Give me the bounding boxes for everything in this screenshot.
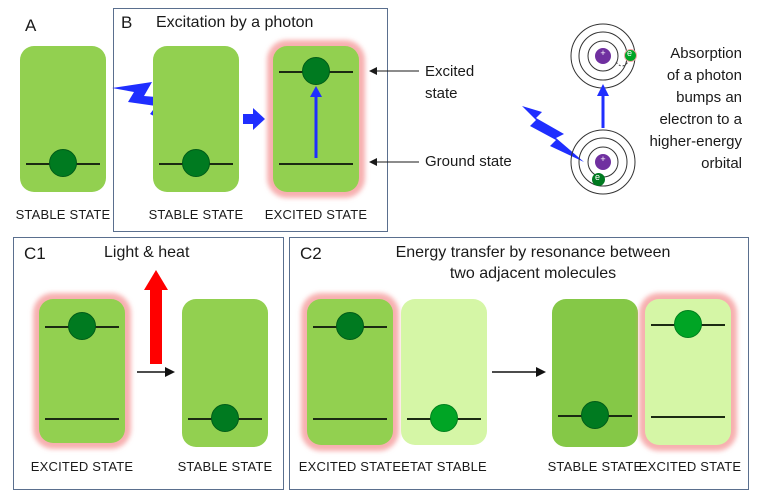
electron-symbol: e [627,48,633,58]
excited-state-label-line2: state [425,85,458,102]
c2-excited-state-box-right [645,299,731,445]
panel-b-frame [113,8,388,232]
electron [581,401,609,429]
ground-pointer-arrow-icon [369,158,419,166]
ground-level-line [279,163,353,165]
c2-stable-caption: STABLE STATE [547,459,643,474]
electron [211,404,239,432]
c1-stable-state-box [182,299,268,447]
transfer-arrow-icon [492,367,546,377]
absorption-line2: of a photon [666,67,742,84]
panel-b-letter: B [121,13,133,32]
electron [674,310,702,338]
electron [302,57,330,85]
atom-orbit-icon [522,23,636,195]
ground-level-line [313,418,387,420]
excited-state-label-line1: Excited [425,63,475,80]
electron-symbol: e [595,172,601,182]
c1-excited-caption: EXCITED STATE [30,459,134,474]
panel-c1-letter: C1 [24,244,46,263]
panel-c1-frame [13,237,284,490]
c2-stable-state-box [552,299,638,447]
absorption-line4: electron to a [659,111,742,128]
nucleus-symbol-bottom: + [600,154,606,164]
electron [430,404,458,432]
c1-excited-state-box [39,299,125,443]
excited-pointer-arrow-icon [369,67,419,75]
electron [68,312,96,340]
nucleus-symbol-top: + [600,48,606,58]
b-stable-caption: STABLE STATE [148,207,244,222]
ground-electron: e [592,172,605,186]
electron [182,149,210,177]
panel-c2-frame [289,237,749,490]
ground-state-label: Ground state [425,153,512,170]
transition-arrow-icon [243,108,265,130]
c2-excited-caption-right: EXCITED STATE [638,459,742,474]
c2-excited-state-box-left [307,299,393,445]
absorption-line5: higher-energy [649,133,742,150]
excited-electron: e [624,48,637,62]
c2-etat-stable-caption: ETAT STABLE [401,459,487,474]
ground-level-line [45,418,119,420]
absorption-line3: bumps an [676,89,742,106]
b-excited-caption: EXCITED STATE [264,207,368,222]
decay-arrow-icon [137,367,175,377]
panel-a-letter: A [25,16,37,35]
absorption-line6: orbital [701,155,742,172]
excitation-arrow-icon [310,86,322,158]
electron [336,312,364,340]
panel-c2-title-line2: two adjacent molecules [449,265,617,282]
c2-excited-caption-left: EXCITED STATE [298,459,402,474]
electron [49,149,77,177]
absorption-line1: Absorption [670,45,742,62]
c2-light-stable-state-box [401,299,487,445]
ground-level-line [651,416,725,418]
c1-stable-caption: STABLE STATE [177,459,273,474]
panel-c2-letter: C2 [300,244,322,263]
a-stable-caption: STABLE STATE [15,207,111,222]
b-stable-state-box [153,46,239,192]
light-heat-arrow-icon [144,270,168,364]
a-stable-state-box [20,46,106,192]
panel-c2-title-line1: Energy transfer by resonance between [395,244,671,261]
panel-c1-title: Light & heat [104,244,190,261]
panel-b-title: Excitation by a photon [156,14,314,31]
